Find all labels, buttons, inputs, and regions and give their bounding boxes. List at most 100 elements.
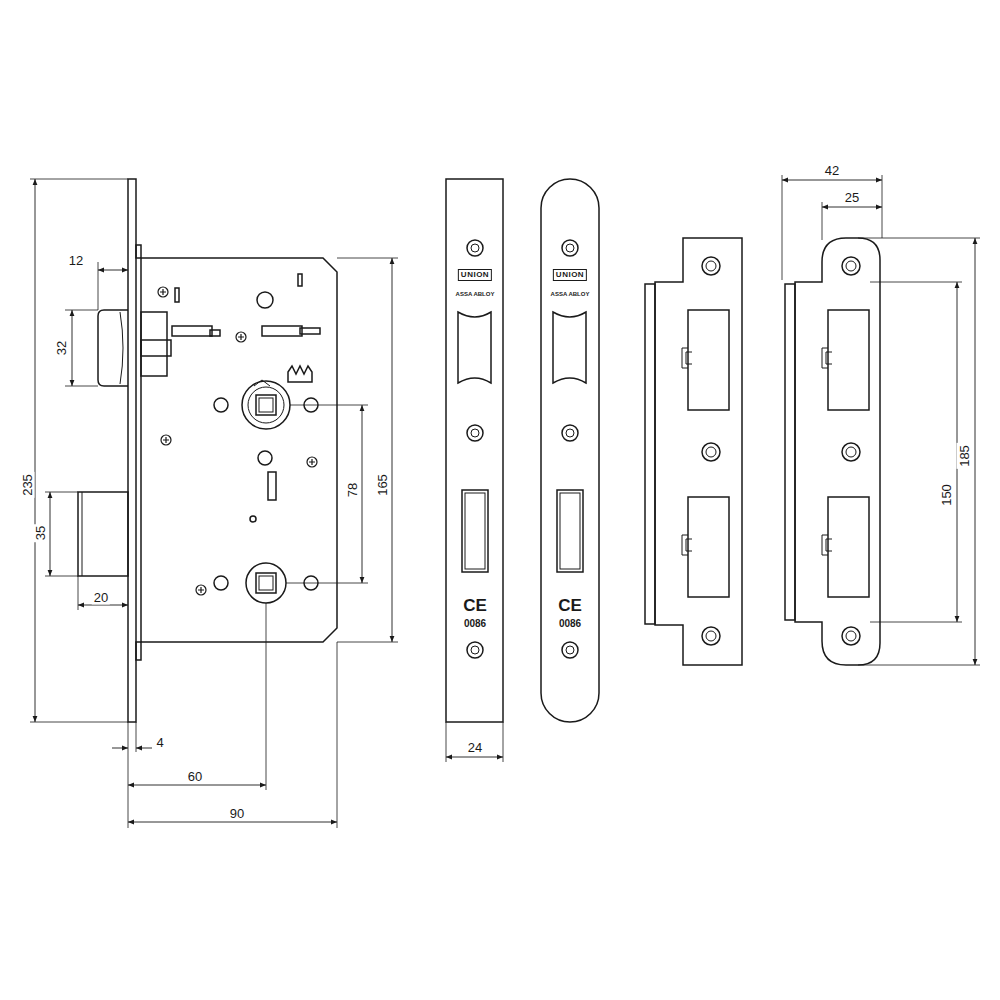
extension-lines-part bbox=[337, 258, 398, 642]
dimension-lines-part bbox=[98, 270, 128, 271]
forend-square bbox=[446, 179, 503, 722]
forend-square-part bbox=[467, 425, 483, 441]
certification-number: 0086 bbox=[558, 619, 582, 629]
forend-square-part bbox=[465, 493, 485, 569]
dimension-lines-part bbox=[128, 822, 337, 823]
lock-case-part bbox=[250, 516, 256, 522]
extension-lines-part bbox=[266, 603, 267, 790]
strike-plate-square-part bbox=[682, 535, 692, 555]
case-screws bbox=[158, 287, 317, 595]
brand-logo: UNION bbox=[553, 269, 587, 281]
dimension-label: 42 bbox=[823, 163, 841, 178]
extension-lines-part bbox=[337, 642, 338, 828]
case-screws-part bbox=[196, 585, 206, 595]
dimension-label: 150 bbox=[939, 482, 954, 508]
dimension-lines-part bbox=[822, 207, 882, 208]
case-screws-part bbox=[161, 435, 171, 445]
forend-square-part bbox=[467, 240, 483, 256]
strike-plate-square-part bbox=[706, 261, 716, 271]
lock-case-part bbox=[172, 326, 212, 336]
lock-case-part bbox=[78, 492, 128, 576]
lock-case-part bbox=[242, 381, 290, 429]
dimension-lines-part bbox=[72, 310, 73, 386]
strike-plate-square-part bbox=[688, 310, 729, 410]
dimension-lines-part bbox=[782, 180, 882, 181]
forend-radius-part bbox=[560, 493, 580, 569]
certification-number: 0086 bbox=[463, 619, 487, 629]
strike-plate-square-part bbox=[682, 348, 692, 368]
lock-case-part bbox=[136, 245, 141, 258]
lock-case-part bbox=[298, 274, 302, 286]
lock-case-part bbox=[175, 288, 179, 302]
dimension-label: 32 bbox=[54, 339, 69, 357]
strike-plate-square bbox=[645, 238, 742, 665]
lock-case-part bbox=[300, 328, 320, 334]
extension-lines-part bbox=[128, 722, 136, 828]
extension-lines bbox=[30, 175, 980, 828]
case-screws-part bbox=[236, 332, 246, 342]
case-screws-part bbox=[158, 287, 168, 297]
dimension-line-4 bbox=[112, 748, 152, 749]
strike-plate-radius-part bbox=[846, 261, 856, 271]
extension-lines-part bbox=[858, 238, 980, 665]
forend-radius-part bbox=[562, 425, 578, 441]
dimension-line-4-part bbox=[136, 748, 152, 749]
lock-case-part bbox=[82, 492, 83, 576]
lock-case-part bbox=[128, 179, 136, 722]
case-screws-part bbox=[160, 289, 166, 295]
forend-radius bbox=[541, 179, 599, 722]
dimension-label: 165 bbox=[375, 472, 390, 498]
strike-plate-square-part bbox=[702, 627, 720, 645]
lock-case-part bbox=[257, 292, 273, 308]
lock-case bbox=[78, 179, 337, 722]
strike-plate-radius-part bbox=[822, 348, 832, 368]
forend-radius-part bbox=[566, 244, 574, 252]
extension-lines-part bbox=[782, 175, 882, 280]
forend-square-part bbox=[471, 244, 479, 252]
case-screws-part bbox=[238, 334, 244, 340]
strike-plate-radius-part bbox=[842, 627, 860, 645]
dimension-label: 60 bbox=[186, 769, 204, 784]
lock-case-part bbox=[120, 312, 123, 384]
strike-plate-square-part bbox=[706, 447, 716, 457]
forend-radius-part bbox=[541, 179, 599, 722]
dimension-label: 78 bbox=[345, 481, 360, 499]
extension-lines-part bbox=[30, 179, 128, 722]
forend-radius-part bbox=[557, 490, 583, 572]
dimension-lines-part bbox=[446, 757, 503, 758]
dimension-lines bbox=[35, 179, 975, 822]
dimension-label: 24 bbox=[466, 740, 484, 755]
lock-case-part bbox=[258, 451, 272, 465]
dimension-lines-part bbox=[78, 605, 128, 606]
lock-case-part bbox=[98, 310, 128, 386]
forend-radius-part bbox=[562, 642, 578, 658]
extension-lines-part bbox=[286, 405, 368, 583]
lock-case-part bbox=[246, 563, 286, 603]
forend-square-part bbox=[471, 429, 479, 437]
lock-case-part bbox=[256, 573, 276, 593]
ce-mark: CE bbox=[556, 596, 584, 615]
forend-square-part bbox=[462, 490, 488, 572]
brand-name: ASSA ABLOY bbox=[455, 291, 496, 297]
lock-case-part bbox=[259, 398, 273, 412]
strike-plate-square-part bbox=[645, 284, 655, 624]
lock-case-part bbox=[288, 366, 312, 382]
strike-plate-radius-part bbox=[795, 238, 880, 665]
case-screws-part bbox=[307, 457, 317, 467]
dimension-lines-part bbox=[362, 405, 363, 583]
dimension-label: 4 bbox=[154, 735, 165, 750]
strike-plate-radius-part bbox=[842, 443, 860, 461]
forend-radius-part bbox=[562, 240, 578, 256]
strike-plate-square-part bbox=[688, 497, 729, 597]
extension-lines-part bbox=[446, 722, 503, 762]
strike-plate-radius-part bbox=[785, 284, 795, 620]
forend-square-part bbox=[446, 179, 503, 722]
strike-plate-radius-part bbox=[828, 497, 869, 597]
extension-lines-part bbox=[45, 492, 78, 576]
forend-square-part bbox=[467, 642, 483, 658]
extension-lines-part bbox=[822, 202, 823, 240]
lock-case-part bbox=[210, 330, 220, 336]
ce-mark: CE bbox=[461, 596, 489, 615]
